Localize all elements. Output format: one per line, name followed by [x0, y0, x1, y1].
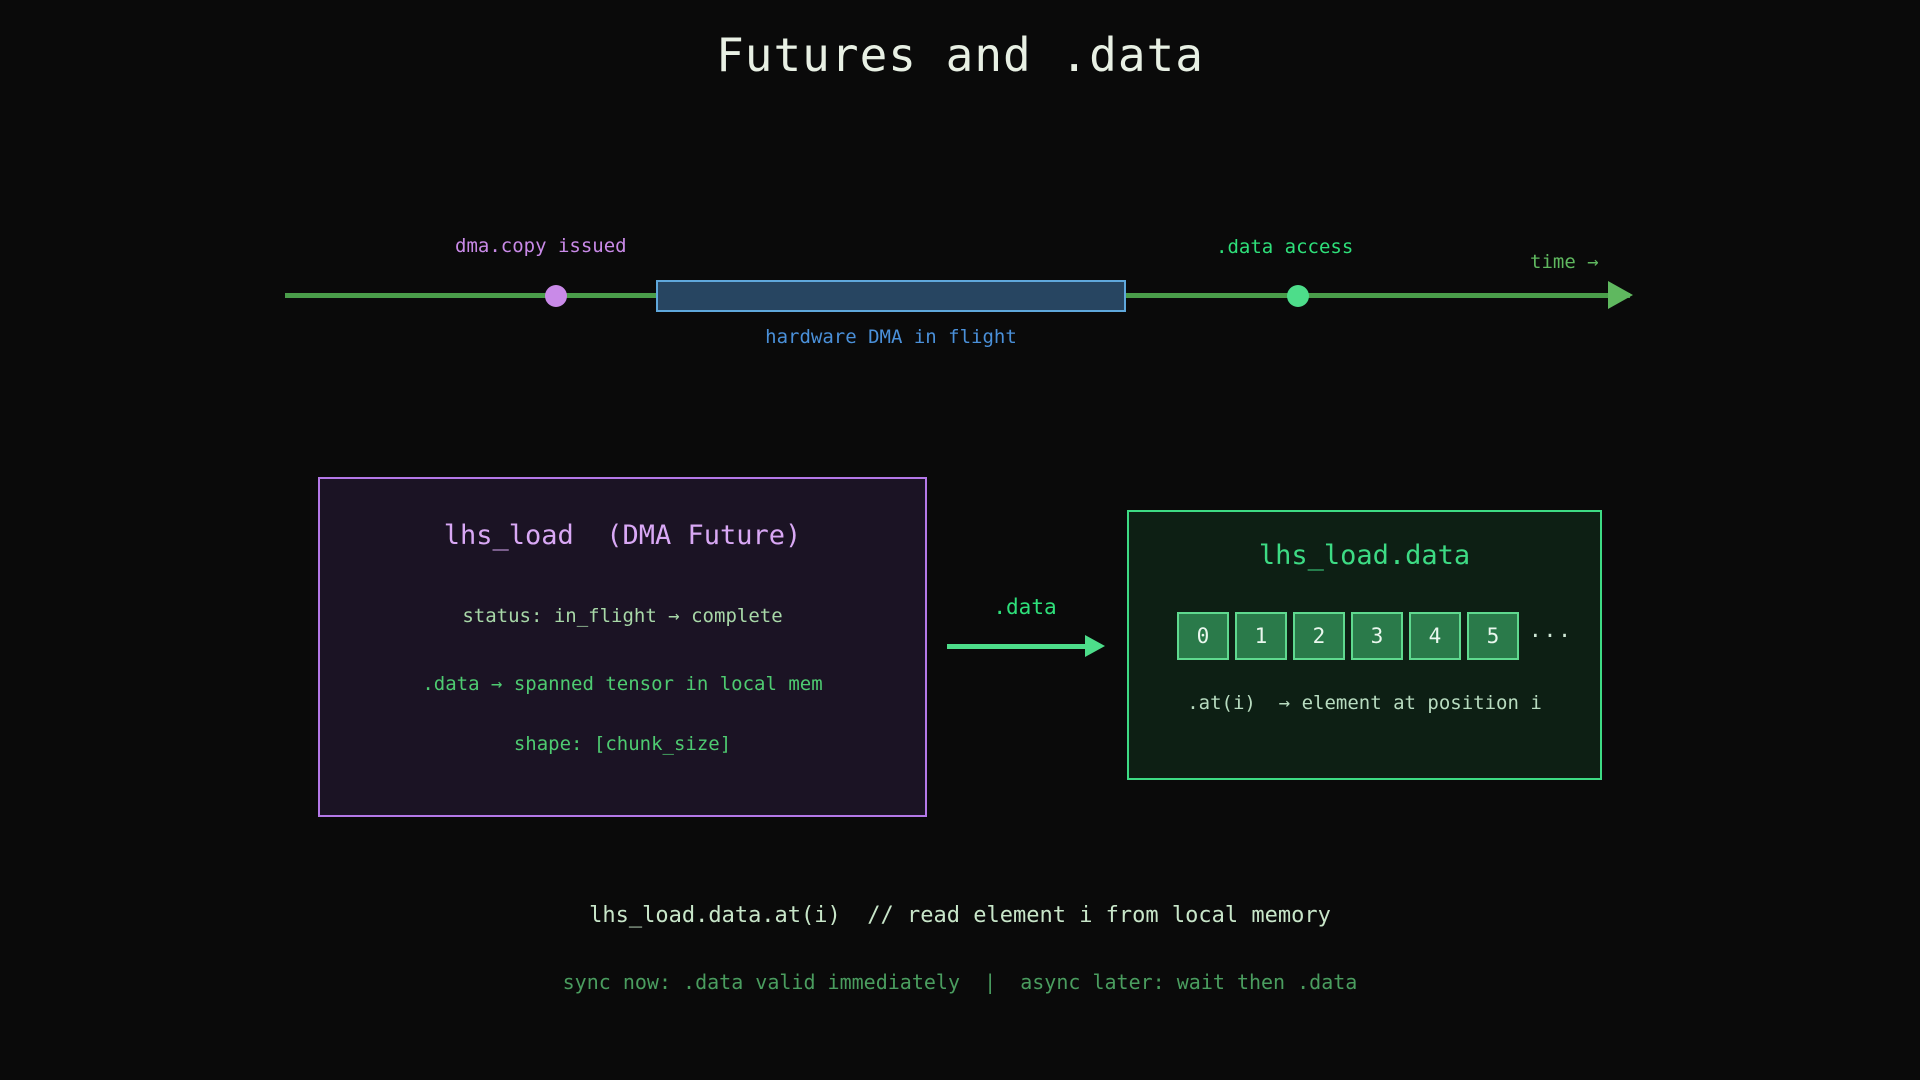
- footer-note-line: sync now: .data valid immediately | asyn…: [562, 970, 1358, 994]
- data-tensor-box: lhs_load.data 0 1 2 3 4 5 ··· .at(i) → e…: [1127, 510, 1602, 780]
- data-accessor-arrow-label: .data: [993, 595, 1057, 619]
- page-title: Futures and .data: [716, 28, 1204, 82]
- dma-future-box-title: lhs_load (DMA Future): [443, 520, 802, 551]
- data-tensor-cell: 5: [1467, 612, 1519, 660]
- data-accessor-arrow-head-icon: [1085, 635, 1105, 657]
- data-tensor-cell: 4: [1409, 612, 1461, 660]
- footer-code-line: lhs_load.data.at(i) // read element i fr…: [589, 903, 1331, 928]
- data-tensor-cell: 1: [1235, 612, 1287, 660]
- timeline-marker-label-dma-copy: dma.copy issued: [455, 235, 627, 257]
- dma-in-flight-bar: [656, 280, 1126, 312]
- dma-in-flight-label: hardware DMA in flight: [765, 326, 1017, 348]
- timeline-arrow-icon: [1608, 281, 1633, 309]
- timeline-marker-dot-data-access: [1287, 285, 1309, 307]
- data-tensor-accessor-note: .at(i) → element at position i: [1187, 692, 1542, 714]
- timeline-marker-label-data-access: .data access: [1216, 236, 1354, 258]
- timeline-diagram: dma.copy issued hardware DMA in flight .…: [0, 0, 1920, 400]
- data-tensor-box-title: lhs_load.data: [1258, 540, 1471, 571]
- dma-future-box: lhs_load (DMA Future) status: in_flight …: [318, 477, 927, 817]
- data-tensor-cell: 3: [1351, 612, 1403, 660]
- timeline-marker-dot-dma-copy: [545, 285, 567, 307]
- data-tensor-cell: 2: [1293, 612, 1345, 660]
- dma-future-status-line: status: in_flight → complete: [462, 605, 783, 627]
- dma-future-data-line: .data → spanned tensor in local mem: [422, 673, 823, 695]
- data-accessor-arrow: .data: [945, 595, 1125, 675]
- dma-future-shape-line: shape: [chunk_size]: [513, 733, 732, 755]
- data-tensor-cell-row: 0 1 2 3 4 5 ···: [1177, 612, 1573, 660]
- data-accessor-arrow-shaft: [947, 644, 1087, 649]
- timeline-axis-label: time →: [1530, 251, 1599, 273]
- data-tensor-cell: 0: [1177, 612, 1229, 660]
- data-tensor-cells-ellipsis: ···: [1529, 624, 1573, 648]
